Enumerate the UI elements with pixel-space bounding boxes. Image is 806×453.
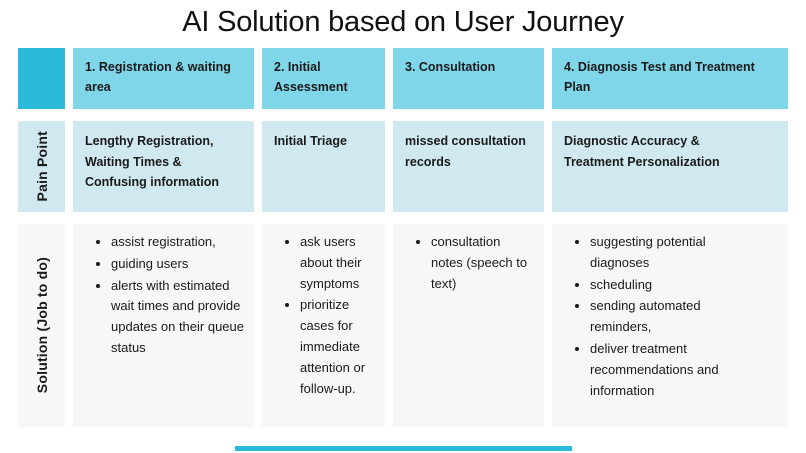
solution-item: sending automated reminders, [590,296,730,338]
solution-list: ask users about their symptomsprioritize… [274,232,381,399]
footer-accent-bar [235,446,572,451]
row-label-pain-point: Pain Point [18,121,65,212]
solution-item: alerts with estimated wait times and pro… [111,276,248,359]
solution-item: guiding users [111,254,248,275]
row-label-solution-text: Solution (Job to do) [33,257,50,394]
journey-matrix: 1. Registration & waiting area 2. Initia… [18,48,788,427]
solution-item: prioritize cases for immediate attention… [300,295,381,399]
solution-item: scheduling [590,275,730,296]
solution-cell-consultation: consultation notes (speech to text) [393,224,544,427]
solution-cell-registration: assist registration,guiding usersalerts … [73,224,254,427]
solution-cell-initial-assessment: ask users about their symptomsprioritize… [262,224,385,427]
stage-header-initial-assessment: 2. Initial Assessment [262,48,385,109]
solution-list: suggesting potential diagnosesscheduling… [564,232,730,401]
solution-list: consultation notes (speech to text) [405,232,532,294]
solution-item: deliver treatment recommendations and in… [590,339,730,401]
stage-header-registration: 1. Registration & waiting area [73,48,254,109]
solution-item: consultation notes (speech to text) [431,232,532,294]
row-label-pain-point-text: Pain Point [33,131,50,202]
stage-header-diagnosis: 4. Diagnosis Test and Treatment Plan [552,48,788,109]
solution-item: suggesting potential diagnoses [590,232,730,274]
solution-list: assist registration,guiding usersalerts … [85,232,248,359]
pain-point-cell-diagnosis: Diagnostic Accuracy & Treatment Personal… [552,121,788,212]
corner-cell [18,48,65,109]
pain-point-cell-registration: Lengthy Registration, Waiting Times & Co… [73,121,254,212]
stage-header-consultation: 3. Consultation [393,48,544,109]
pain-point-cell-consultation: missed consultation records [393,121,544,212]
solution-cell-diagnosis: suggesting potential diagnosesscheduling… [552,224,788,427]
row-label-solution: Solution (Job to do) [18,224,65,427]
page-title: AI Solution based on User Journey [182,6,624,38]
solution-item: ask users about their symptoms [300,232,381,294]
pain-point-cell-initial-assessment: Initial Triage [262,121,385,212]
solution-item: assist registration, [111,232,248,253]
